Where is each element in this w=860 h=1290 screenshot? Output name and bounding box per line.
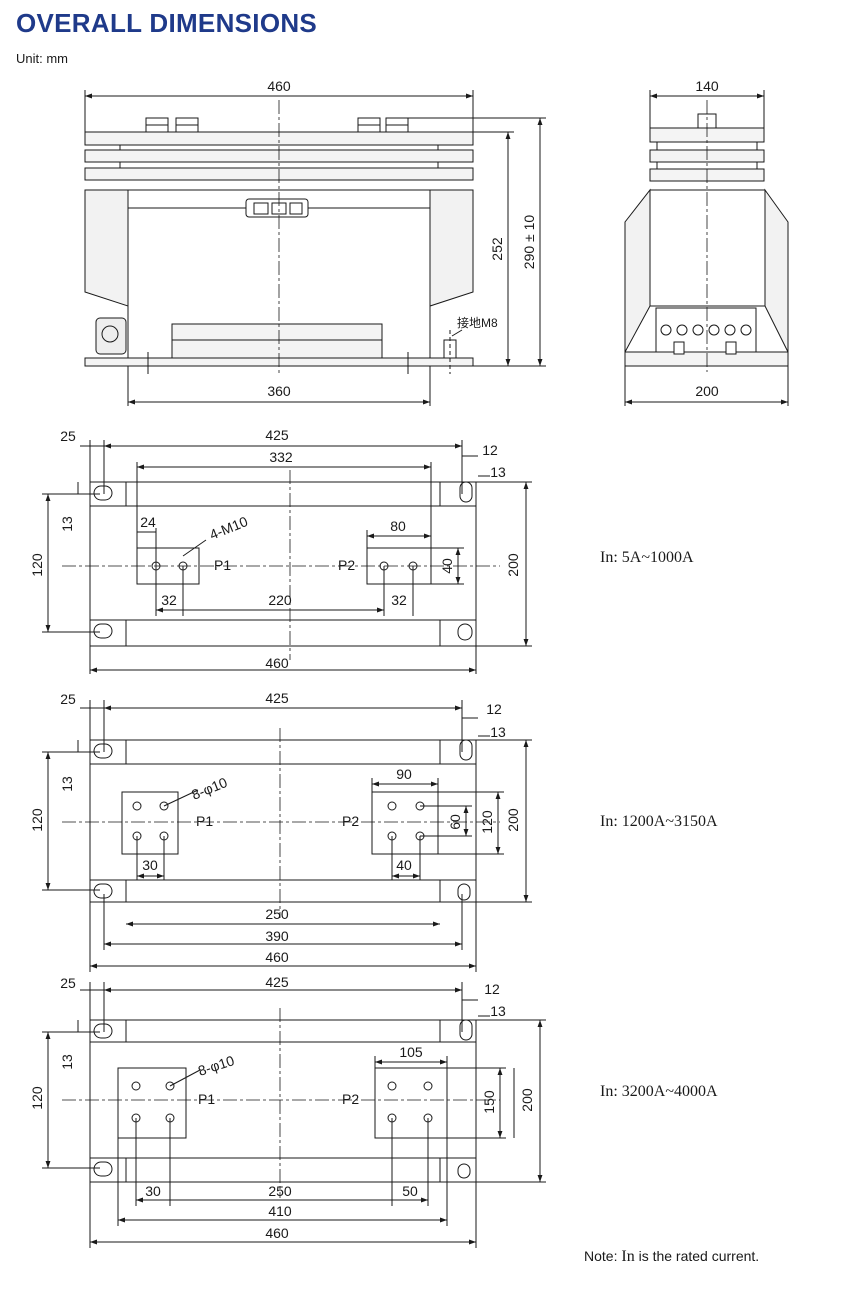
front-view (84, 90, 546, 406)
plan3-rating: In: 3200A~4000A (600, 1083, 718, 1100)
plan3-p1: P1 (198, 1091, 215, 1107)
plan2-terminal-60: 60 (447, 814, 463, 830)
note-text: is the rated current. (638, 1248, 760, 1264)
plan3-offset-13-left: 13 (59, 1054, 75, 1070)
front-total-height-dim: 290 ± 10 (521, 215, 537, 270)
side-top-width-dim: 140 (695, 78, 719, 94)
plan3-terminal-30: 30 (145, 1183, 161, 1199)
mounting-hole-icon (93, 481, 473, 641)
plan2-p2: P2 (342, 813, 359, 829)
plan3-terminal-50: 50 (402, 1183, 418, 1199)
plan1-inner-span: 332 (269, 449, 293, 465)
plan1-rating: In: 5A~1000A (600, 549, 694, 566)
front-base-width-dim: 360 (267, 383, 291, 399)
plan2-overall-width: 460 (265, 949, 289, 965)
plan2-offset-12: 12 (486, 701, 502, 717)
plan3-terminal-105: 105 (399, 1044, 423, 1060)
ground-label: 接地M8 (457, 315, 498, 330)
plan-view-1 (42, 440, 532, 674)
plan3-hole-span: 425 (265, 974, 289, 990)
plan2-p1: P1 (196, 813, 213, 829)
page-title: OVERALL DIMENSIONS (16, 8, 318, 38)
plan1-offset-13-right: 13 (490, 464, 506, 480)
note-prefix: Note: (584, 1248, 618, 1264)
plan-view-3 (42, 982, 546, 1248)
plan2-hole-depth: 120 (29, 808, 45, 832)
plan1-overall-width: 460 (265, 655, 289, 671)
plan1-depth: 200 (505, 553, 521, 577)
plan1-offset-13-left: 13 (59, 516, 75, 532)
plan3-offset-12: 12 (484, 981, 500, 997)
plan1-terminal-32-right: 32 (391, 592, 407, 608)
plan1-center-220: 220 (268, 592, 292, 608)
plan-view-2 (42, 700, 532, 972)
plan2-offset-13-right: 13 (490, 724, 506, 740)
mounting-hole-icon (93, 739, 473, 901)
plan2-hole-span: 425 (265, 690, 289, 706)
plan3-span-250: 250 (268, 1183, 292, 1199)
mounting-hole-icon (93, 1019, 473, 1179)
front-height-dim: 252 (489, 237, 505, 261)
plan2-depth: 200 (505, 808, 521, 832)
side-view (624, 90, 789, 406)
plan2-terminal-30: 30 (142, 857, 158, 873)
plan3-depth: 200 (519, 1088, 535, 1112)
plan1-terminal-32-left: 32 (161, 592, 177, 608)
plan1-terminal-40: 40 (439, 558, 455, 574)
plan1-p2: P2 (338, 557, 355, 573)
plan3-offset-left: 25 (60, 975, 76, 991)
plan1-terminal-80: 80 (390, 518, 406, 534)
unit-label: Unit: mm (16, 51, 68, 66)
plan2-offset-left: 25 (60, 691, 76, 707)
plan1-offset-12: 12 (482, 442, 498, 458)
note-symbol: In (621, 1248, 635, 1265)
plan1-p1: P1 (214, 557, 231, 573)
plan3-span-410: 410 (268, 1203, 292, 1219)
plan1-offset-left: 25 (60, 428, 76, 444)
plan3-overall-width: 460 (265, 1225, 289, 1241)
terminal-block-icon (660, 324, 752, 336)
plan2-terminal-120: 120 (479, 810, 495, 834)
top-terminal-icon (145, 117, 409, 133)
plan3-p2: P2 (342, 1091, 359, 1107)
plan3-offset-13-right: 13 (490, 1003, 506, 1019)
front-width-dim: 460 (267, 78, 291, 94)
plan2-terminal-90: 90 (396, 766, 412, 782)
plan2-span-250: 250 (265, 906, 289, 922)
plan1-hole-depth: 120 (29, 553, 45, 577)
plan3-terminal-150: 150 (481, 1090, 497, 1114)
plan2-span-390: 390 (265, 928, 289, 944)
footnote: Note: In is the rated current. (584, 1248, 759, 1266)
plan3-hole-depth: 120 (29, 1086, 45, 1110)
plan2-terminal-40: 40 (396, 857, 412, 873)
plan1-terminal-24: 24 (140, 514, 156, 530)
side-base-width-dim: 200 (695, 383, 719, 399)
plan1-hole-span: 425 (265, 427, 289, 443)
plan2-rating: In: 1200A~3150A (600, 813, 718, 830)
plan2-offset-13-left: 13 (59, 776, 75, 792)
